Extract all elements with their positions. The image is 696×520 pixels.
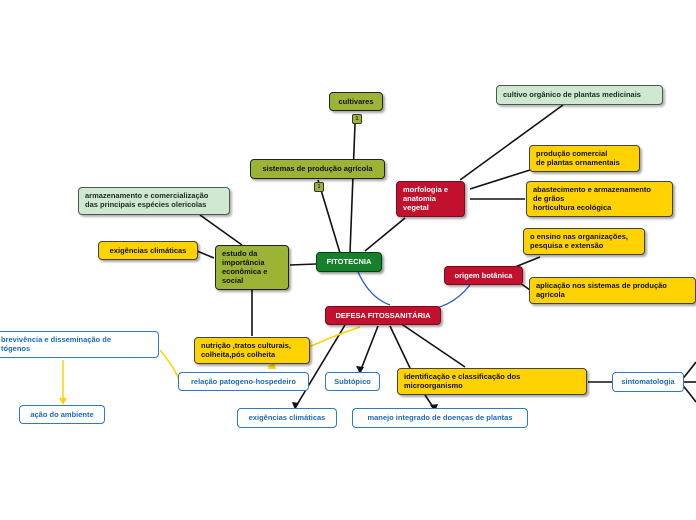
node-cultivares[interactable]: cultivares xyxy=(329,92,383,111)
link-cultivares xyxy=(349,123,356,254)
node-exigencias-climaticas-bottom[interactable]: exigências climáticas xyxy=(237,408,337,428)
central-node-fitotecnia[interactable]: FITOTECNIA xyxy=(316,252,382,272)
link-defesa-blue xyxy=(357,271,391,306)
node-manejo-integrado[interactable]: manejo integrado de doenças de plantas xyxy=(352,408,528,428)
link-subtopico xyxy=(359,325,379,373)
node-exigencias-climaticas-top[interactable]: exigências climáticas xyxy=(98,241,198,260)
node-origem-botanica[interactable]: origem botânica xyxy=(444,266,523,285)
arrowhead xyxy=(292,402,299,410)
node-sintomatologia[interactable]: sintomatologia xyxy=(612,372,684,392)
link-armazenamento xyxy=(199,214,243,246)
arrowhead xyxy=(356,366,364,374)
link-estudo xyxy=(289,263,317,266)
node-acao-ambiente[interactable]: ação do ambiente xyxy=(19,405,105,424)
link-sistemas xyxy=(317,179,341,254)
node-morfologia[interactable]: morfologia e anatomia vegetal xyxy=(396,181,465,217)
link-aplicacao xyxy=(519,282,531,291)
node-ensino[interactable]: o ensino nas organizações, pesquisa e ex… xyxy=(523,228,645,255)
link-morfologia xyxy=(364,217,406,252)
count-badge: 1 xyxy=(352,114,362,124)
link-producao-comercial xyxy=(469,169,531,190)
node-producao-comercial[interactable]: produção comercial de plantas ornamentai… xyxy=(529,145,640,172)
node-defesa-fitossanitaria[interactable]: DEFESA FITOSSANITÁRIA xyxy=(325,306,441,325)
link-ensino xyxy=(514,256,541,268)
node-sobrevivencia[interactable]: brevivência e disseminação de tógenos xyxy=(0,331,159,358)
link-identificacao-a xyxy=(389,325,411,369)
arrowhead xyxy=(59,398,67,405)
node-armazenamento[interactable]: armazenamento e comercialização das prin… xyxy=(78,187,230,215)
node-subtopico[interactable]: Subtópico xyxy=(325,372,380,391)
node-sistemas-producao[interactable]: sistemas de produção agrícola xyxy=(250,159,385,179)
link-exigencias-bottom xyxy=(294,324,346,409)
link-cultivo-organico xyxy=(459,104,564,181)
link-sobrevivencia-yellow xyxy=(159,349,181,383)
node-estudo-importancia[interactable]: estudo da importância econômica e social xyxy=(215,245,289,290)
node-cultivo-organico[interactable]: cultivo orgânico de plantas medicinais xyxy=(496,85,663,105)
node-relacao-patogeno[interactable]: relação patogeno-hospedeiro xyxy=(178,372,309,391)
node-identificacao[interactable]: identificação e classificação dos microo… xyxy=(397,368,587,395)
node-abastecimento[interactable]: abastecimento e armazenamento de grãos h… xyxy=(526,181,673,217)
link-identificacao-b xyxy=(399,322,466,368)
node-nutricao[interactable]: nutrição ,tratos culturais, colheita,pós… xyxy=(194,337,310,364)
count-badge: 1 xyxy=(314,182,324,192)
link-exigencias-top xyxy=(196,250,215,259)
node-aplicacao[interactable]: aplicação nos sistemas de produção agríc… xyxy=(529,277,696,304)
